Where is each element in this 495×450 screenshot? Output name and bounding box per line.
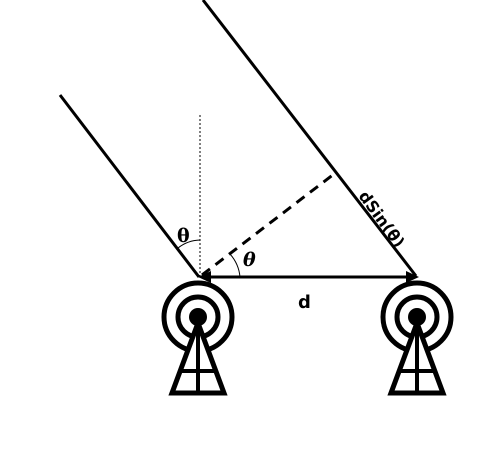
distance-label: d xyxy=(298,292,311,313)
theta-label-horizontal: θ xyxy=(243,249,256,271)
path-difference-label: dSin(θ) xyxy=(355,187,409,251)
radio-tower-icon xyxy=(161,280,235,396)
baseline-arrow-right xyxy=(406,271,419,283)
theta-label-vertical: θ xyxy=(177,225,190,247)
incident-ray-right xyxy=(201,0,418,277)
angle-arc-vertical xyxy=(177,239,201,249)
angle-arc-horizontal xyxy=(229,253,241,278)
radio-tower-icon xyxy=(380,280,454,396)
wavefront-perpendicular xyxy=(201,172,335,277)
baseline-arrow-left xyxy=(198,271,211,283)
incident-ray-left xyxy=(58,94,201,278)
